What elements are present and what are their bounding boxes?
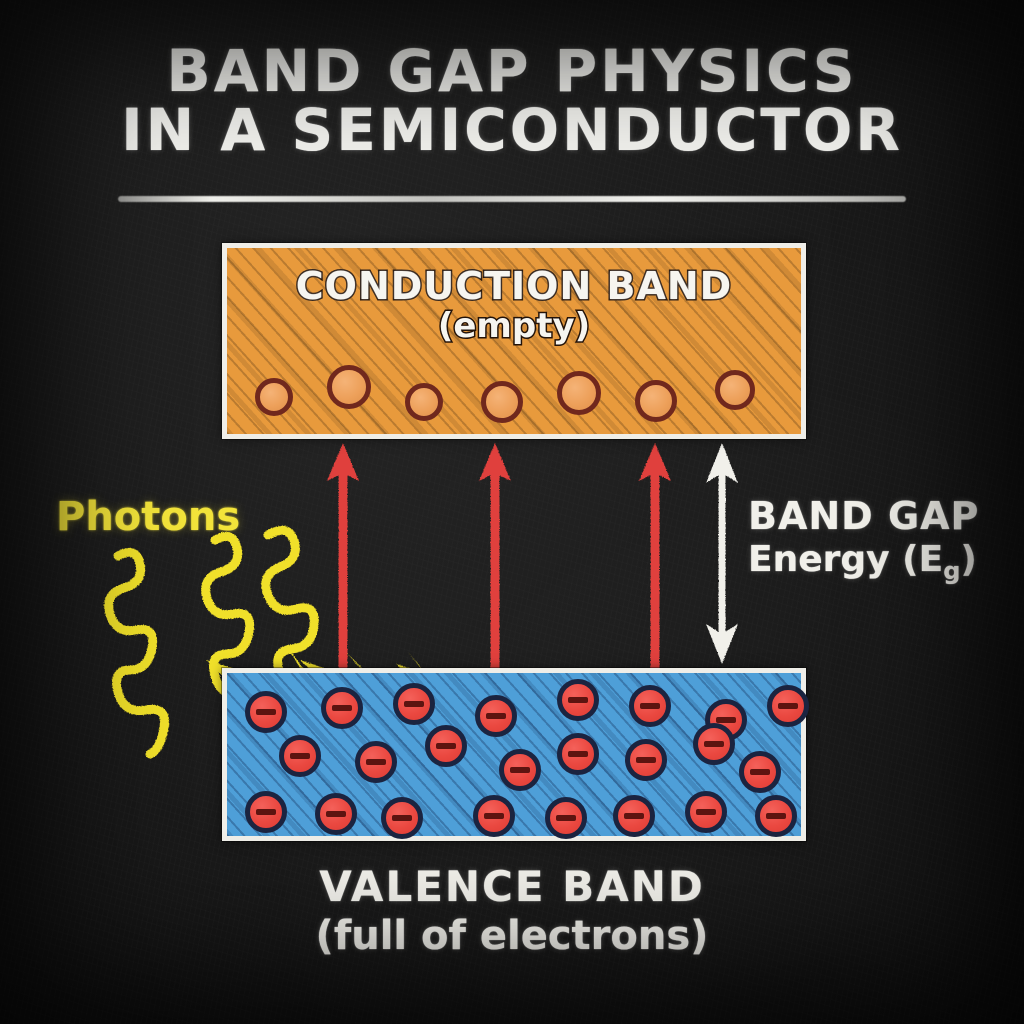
title-line-2: IN A SEMICONDUCTOR <box>121 96 903 165</box>
photons-label: Photons <box>56 494 241 540</box>
valence-band-electron <box>629 685 671 727</box>
valence-band-electron <box>279 735 321 777</box>
electron-minus-icon <box>640 703 660 709</box>
title-line-1: BAND GAP PHYSICS <box>166 37 858 105</box>
conduction-band: CONDUCTION BAND (empty) <box>222 243 806 439</box>
band-gap-label-group: BAND GAP Energy (Eg) <box>748 494 979 585</box>
valence-band <box>222 668 809 841</box>
excitation-arrows <box>327 443 671 711</box>
conduction-band-hole <box>715 370 755 410</box>
valence-band-electron <box>755 795 797 837</box>
valence-band-electron <box>767 685 809 727</box>
valence-band-electron <box>393 683 435 725</box>
valence-band-electron <box>475 695 517 737</box>
band-gap-energy-suffix: ) <box>960 539 977 580</box>
excitation-arrow-3 <box>639 443 671 711</box>
valence-band-label: VALENCE BAND <box>319 862 705 911</box>
conduction-band-label: CONDUCTION BAND <box>294 263 733 310</box>
electron-minus-icon <box>256 809 276 815</box>
valence-band-electron <box>613 795 655 837</box>
valence-band-electron <box>425 725 467 767</box>
valence-band-electron <box>685 791 727 833</box>
conduction-band-hole <box>405 383 443 421</box>
valence-band-electron <box>739 751 781 793</box>
page-title: BAND GAP PHYSICS IN A SEMICONDUCTOR <box>0 37 1024 165</box>
electron-minus-icon <box>392 815 412 821</box>
valence-band-electron <box>693 723 735 765</box>
conduction-band-hole <box>327 365 371 409</box>
conduction-band-hole <box>481 381 523 423</box>
electron-minus-icon <box>256 709 276 715</box>
electron-minus-icon <box>766 813 786 819</box>
band-gap-energy-prefix: Energy (E <box>748 539 944 580</box>
valence-band-electron <box>473 795 515 837</box>
valence-band-electron <box>545 797 587 839</box>
band-gap-energy-label: Energy (Eg) <box>748 539 979 585</box>
conduction-band-hole <box>557 371 601 415</box>
valence-band-electron <box>315 793 357 835</box>
electron-minus-icon <box>484 813 504 819</box>
electron-minus-icon <box>716 717 736 723</box>
electron-minus-icon <box>436 743 456 749</box>
electron-minus-icon <box>704 741 724 747</box>
valence-band-caption-group: VALENCE BAND (full of electrons) <box>0 862 1024 959</box>
electron-minus-icon <box>404 701 424 707</box>
electron-minus-icon <box>750 769 770 775</box>
valence-band-sublabel: (full of electrons) <box>315 913 709 959</box>
electron-minus-icon <box>636 757 656 763</box>
electron-minus-icon <box>568 697 588 703</box>
valence-band-electron <box>245 791 287 833</box>
valence-band-electron <box>321 687 363 729</box>
valence-band-electron <box>245 691 287 733</box>
band-gap-energy-subscript: g <box>943 557 961 586</box>
electron-minus-icon <box>366 759 386 765</box>
electron-minus-icon <box>510 767 530 773</box>
valence-band-electron <box>625 739 667 781</box>
conduction-band-hole <box>255 378 293 416</box>
conduction-band-sublabel: (empty) <box>436 305 591 348</box>
electron-minus-icon <box>624 813 644 819</box>
conduction-band-label-group: CONDUCTION BAND (empty) <box>227 248 801 348</box>
electron-minus-icon <box>696 809 716 815</box>
excitation-arrow-1 <box>327 443 359 711</box>
electron-minus-icon <box>326 811 346 817</box>
excitation-arrow-2 <box>479 443 511 711</box>
band-gap-arrow <box>706 443 738 664</box>
conduction-band-hole <box>635 380 677 422</box>
electron-minus-icon <box>568 751 588 757</box>
electron-minus-icon <box>778 703 798 709</box>
electron-minus-icon <box>290 753 310 759</box>
band-gap-label: BAND GAP <box>748 494 980 538</box>
electron-minus-icon <box>486 713 506 719</box>
title-underline <box>118 196 906 202</box>
valence-band-electron <box>557 679 599 721</box>
electron-minus-icon <box>332 705 352 711</box>
electron-minus-icon <box>556 815 576 821</box>
valence-band-electron <box>557 733 599 775</box>
valence-band-electron <box>355 741 397 783</box>
valence-band-electron <box>499 749 541 791</box>
valence-band-electron <box>381 797 423 839</box>
